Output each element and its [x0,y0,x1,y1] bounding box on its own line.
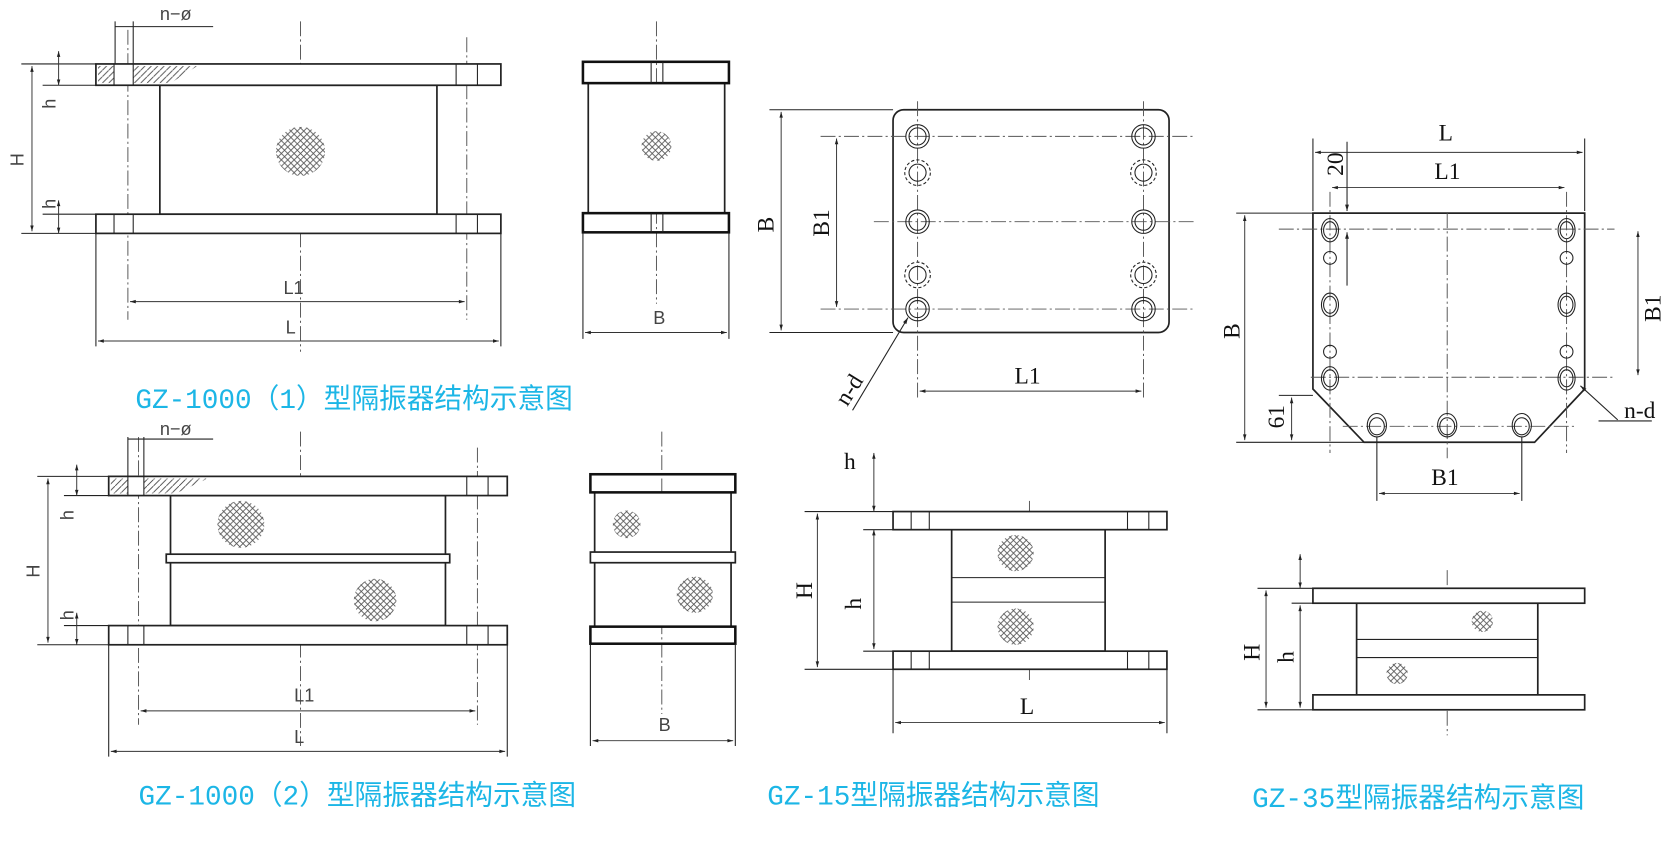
gz1000-2-side-view: B [589,431,737,747]
hole-spec-label: n-d [1624,398,1656,424]
gz35-top-view: L L1 20 B B1 61 n-d B1 [1219,121,1666,501]
h-label: H [792,582,818,599]
b-label: B [754,217,780,233]
h-bottom-label: h [58,610,78,620]
rubber-hatch-icon [1471,610,1494,632]
rubber-hatch-icon [353,578,397,622]
gz1000-2-front-view: n−ø H h h L1 L [23,419,509,757]
rubber-hatch-icon [997,608,1034,645]
rubber-hatch-icon [997,535,1034,572]
b-label: B [653,308,665,328]
gz1000-1-side-view: B [581,21,731,339]
l-label: L [286,318,296,338]
h-top-label: h [58,510,78,520]
h-top-label: h [39,99,59,109]
hole-spec-label: n-d [830,370,869,411]
rubber-hatch-icon [1386,662,1408,685]
rubber-hatch-icon [612,510,641,539]
dim-20-label: 20 [1323,152,1349,175]
h-small-label: h [1274,651,1300,663]
figure-title-gz1000-2: GZ-1000（2）型隔振器结构示意图 [139,781,576,814]
gz15-top-view: B B1 L1 n-d [754,101,1194,411]
l1-label: L1 [283,278,303,298]
h-label: H [23,565,43,578]
h-label: H [7,153,27,166]
b1-label: B1 [809,209,835,236]
l-label: L [1439,121,1453,147]
rubber-hatch-icon [276,126,326,176]
l1-label: L1 [294,685,314,705]
hole-count-diameter-label: n−ø [160,419,192,439]
l1-label: L1 [1434,159,1460,185]
h-label: H [1240,644,1266,661]
b-label: B [1219,323,1245,339]
b1-side-label: B1 [1640,294,1666,321]
rubber-hatch-icon [641,131,672,161]
figure-title-gz15: GZ-15型隔振器结构示意图 [767,781,1099,814]
figure-title-gz35: GZ-35型隔振器结构示意图 [1252,783,1584,816]
l-label: L [1020,694,1034,720]
gz1000-1-front-view: n−ø H h h L1 L [7,4,502,352]
l1-label: L1 [1015,364,1041,390]
h-bottom-label: h [39,199,59,209]
b1-bottom-label: B1 [1431,465,1458,491]
rubber-hatch-icon [217,500,265,548]
b-label: B [659,715,671,735]
h-top-label: h [844,449,856,475]
figure-title-gz1000-1: GZ-1000（1）型隔振器结构示意图 [135,384,572,417]
hole-count-diameter-label: n−ø [160,4,192,24]
rubber-hatch-icon [676,576,713,613]
l-label: L [294,727,304,747]
dim-61-label: 61 [1264,405,1290,428]
h-mid-label: h [841,598,867,610]
gz35-front-view: H h [1240,554,1586,736]
gz15-front-view: h H h L [792,449,1168,734]
